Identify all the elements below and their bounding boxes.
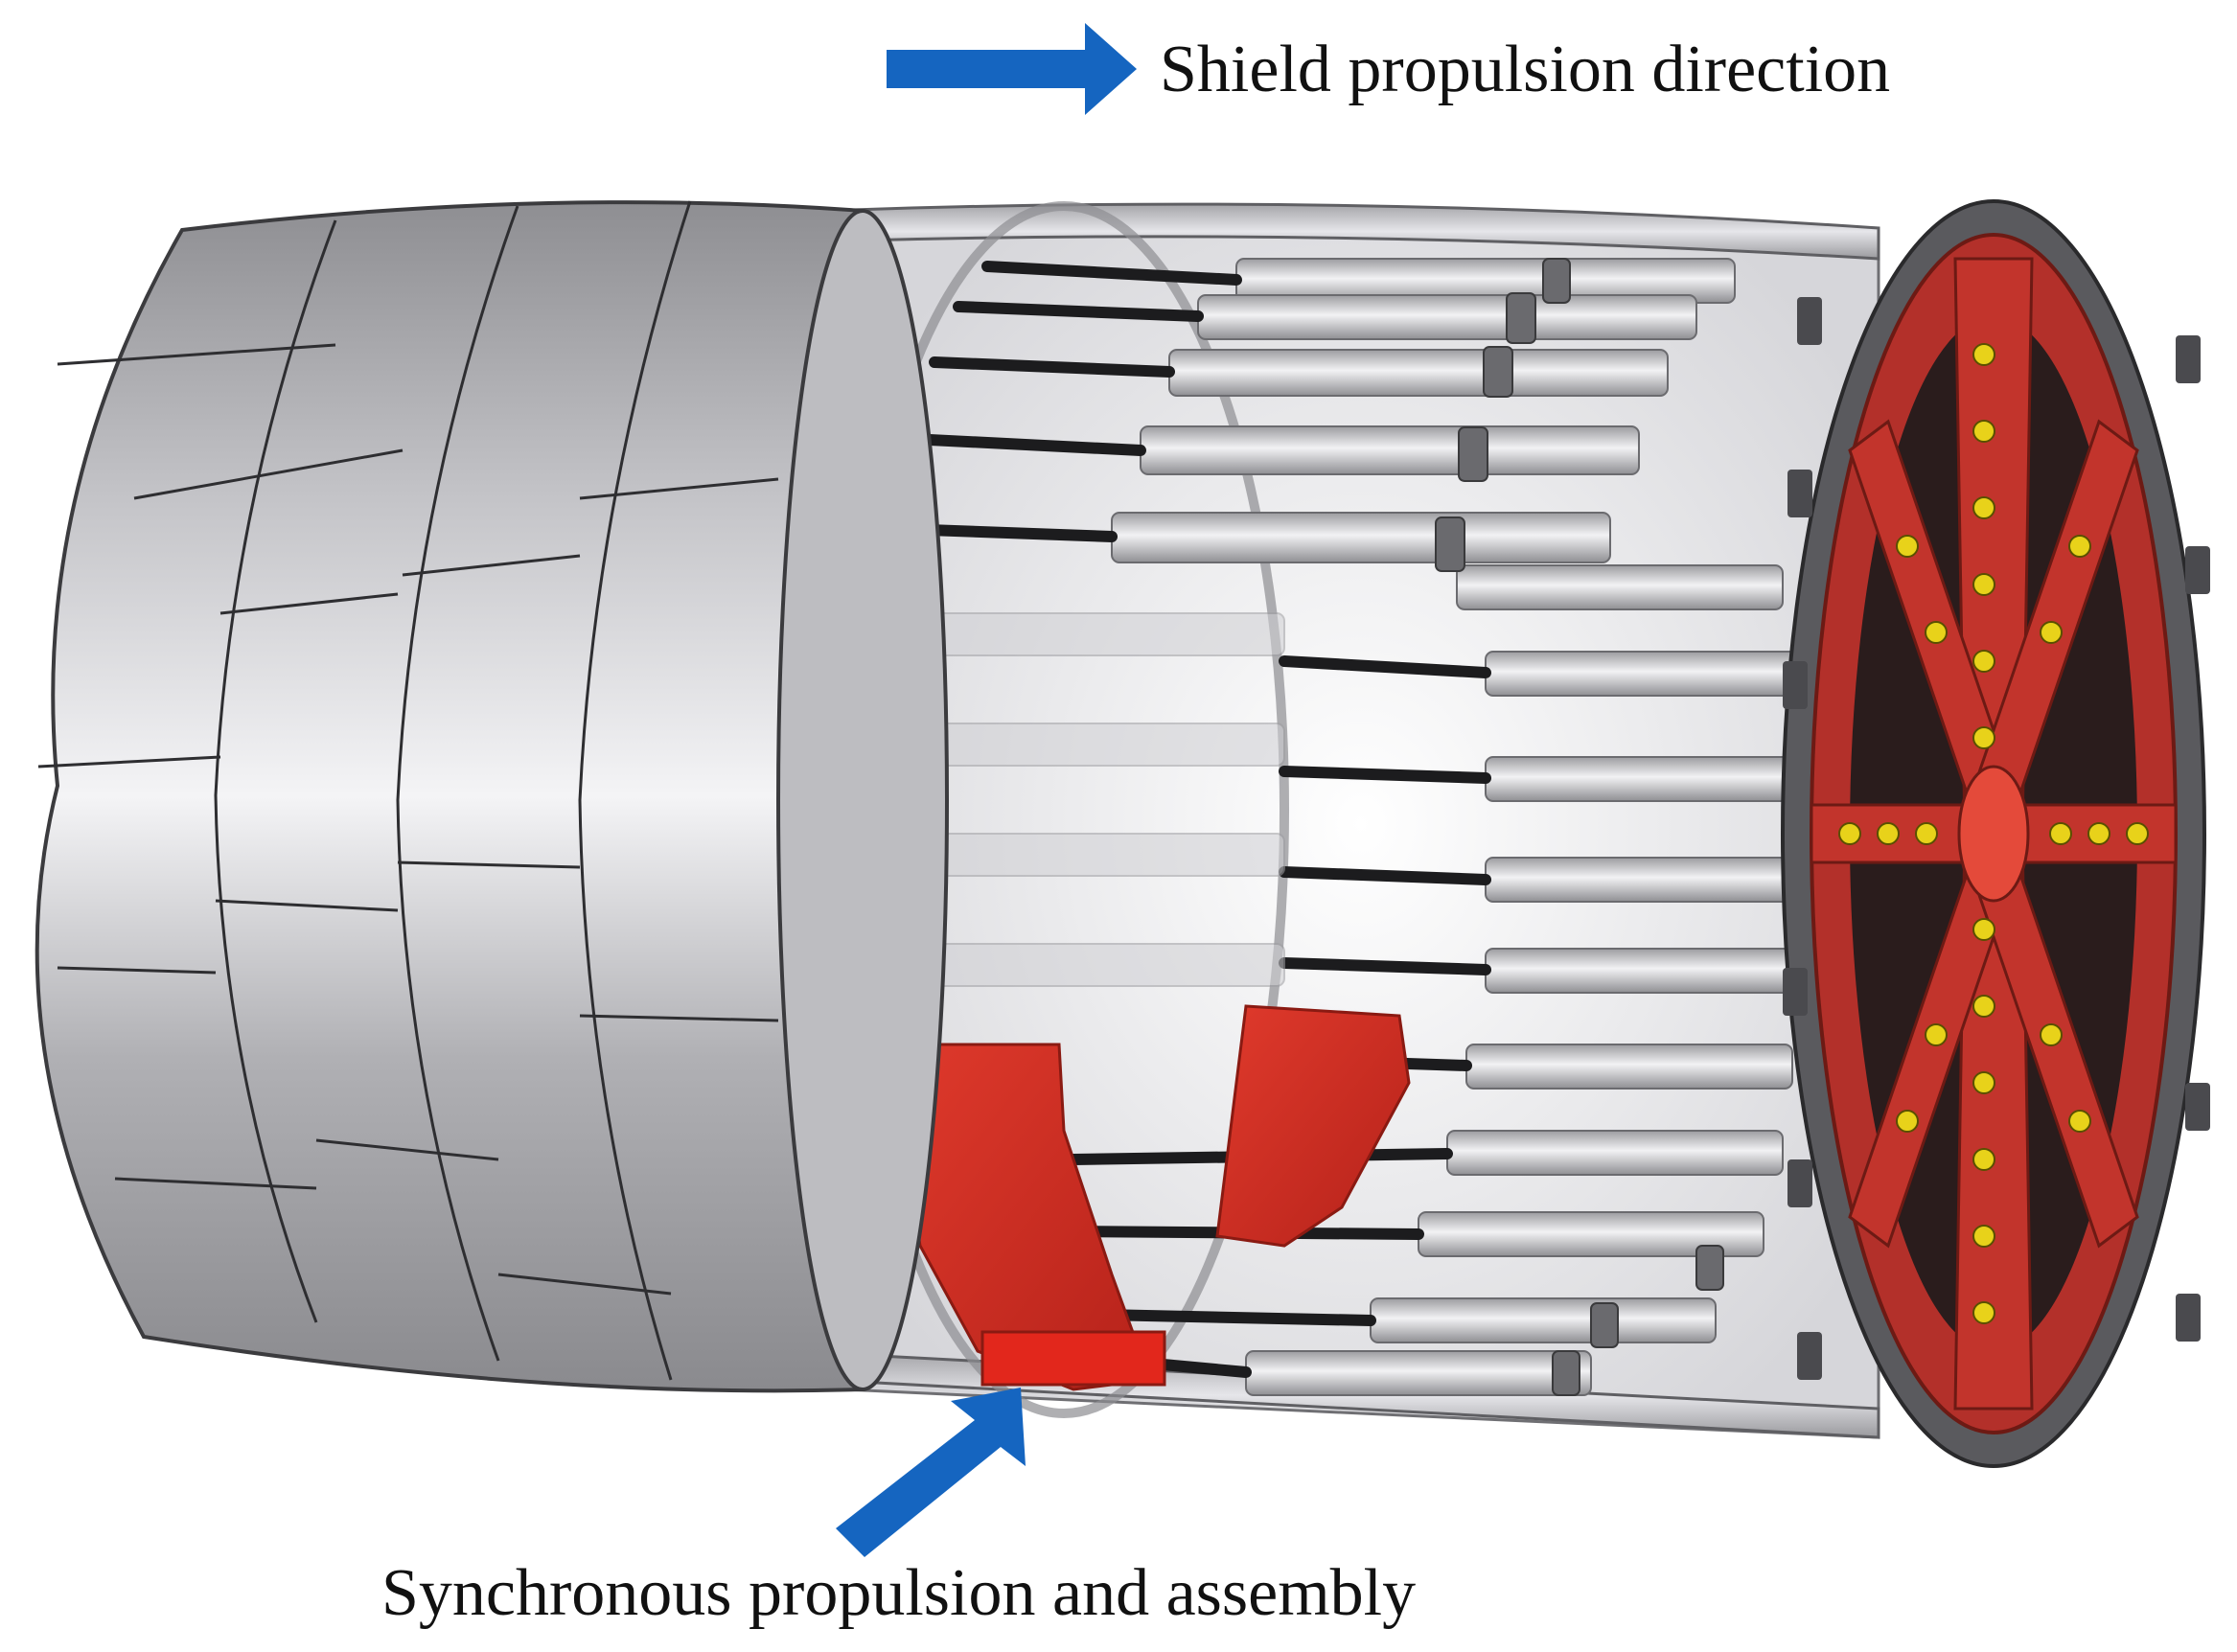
segment-lining bbox=[35, 200, 949, 1393]
diagonal-arrow-icon bbox=[836, 1388, 1026, 1557]
assembling-segment bbox=[885, 1004, 1411, 1391]
thrust-jacks bbox=[862, 258, 1803, 1396]
cutterhead bbox=[1781, 199, 2210, 1468]
propulsion-direction-label: Shield propulsion direction bbox=[1160, 33, 1891, 106]
right-arrow-icon bbox=[887, 23, 1137, 115]
synchronous-assembly-label: Synchronous propulsion and assembly bbox=[381, 1556, 1417, 1630]
